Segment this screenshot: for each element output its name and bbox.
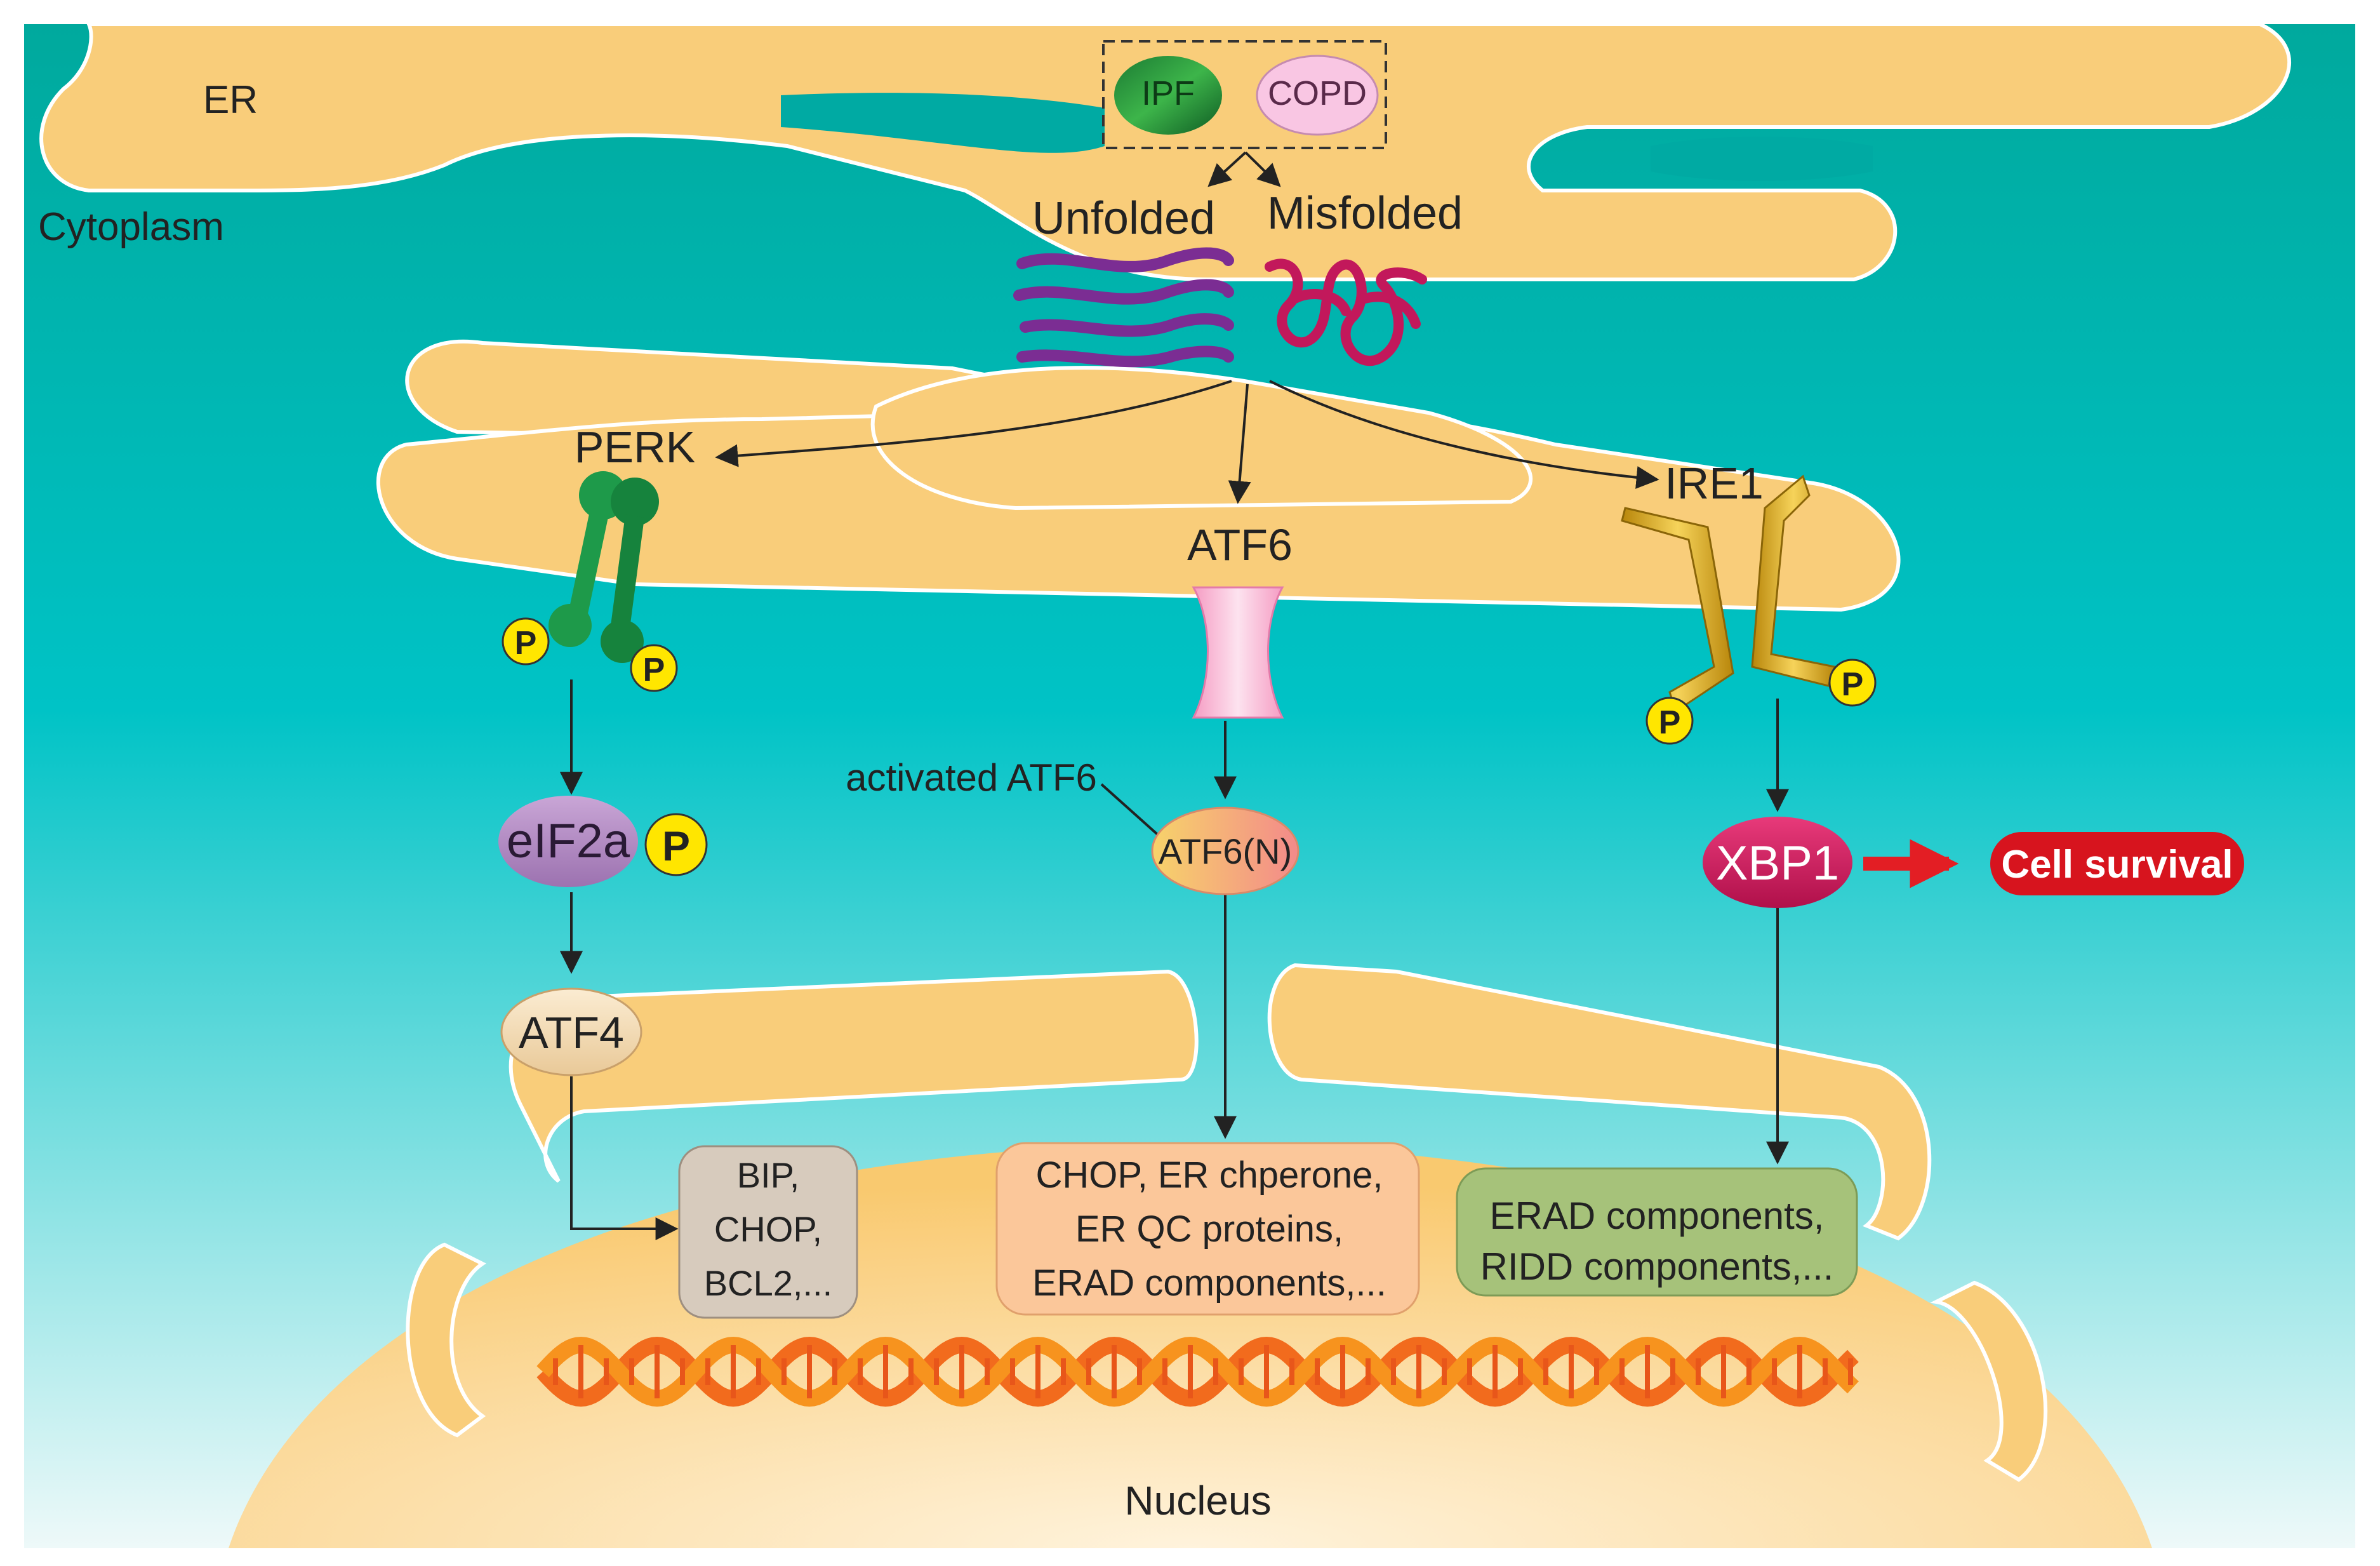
atf6-branch-arrows bbox=[1100, 721, 1237, 1139]
sensor-arrows bbox=[715, 380, 1659, 504]
perk-target-list: BIP, CHOP, BCL2,... bbox=[704, 1155, 832, 1303]
copd-badge bbox=[1256, 55, 1379, 136]
misfolded-protein-icon bbox=[1265, 258, 1427, 366]
atf6n-node bbox=[1151, 806, 1300, 895]
er-membrane bbox=[39, 22, 2291, 1482]
xbp1-label: XBP1 bbox=[1716, 836, 1839, 890]
perk-target-item: BIP, bbox=[737, 1155, 800, 1195]
er-lumen-gaps bbox=[781, 93, 1873, 181]
unfolded-label: Unfolded bbox=[1032, 193, 1215, 244]
phospho-label: P bbox=[662, 822, 690, 869]
phospho-label: P bbox=[515, 625, 537, 662]
eif2a-phospho bbox=[644, 813, 708, 876]
ire1-receptor-icon bbox=[1621, 474, 1836, 713]
activated-atf6-label: activated ATF6 bbox=[846, 756, 1097, 799]
atf6-target-box bbox=[995, 1142, 1420, 1316]
phospho-label: P bbox=[1842, 666, 1864, 703]
atf4-label: ATF4 bbox=[519, 1008, 624, 1057]
atf6-label: ATF6 bbox=[1187, 520, 1293, 570]
ire1-label: IRE1 bbox=[1665, 458, 1764, 508]
atf6-target-item: ER QC proteins, bbox=[1075, 1208, 1343, 1250]
atf6-target-list: CHOP, ER chperone, ER QC proteins, ERAD … bbox=[1032, 1154, 1386, 1304]
misfolded-label: Misfolded bbox=[1267, 188, 1463, 239]
phospho-label: P bbox=[1659, 704, 1681, 741]
perk-branch-arrows bbox=[560, 679, 679, 1240]
ire1-phospho: P P bbox=[1645, 659, 1877, 745]
ire1-target-item: RIDD components,... bbox=[1480, 1245, 1834, 1288]
atf6-target-item: CHOP, ER chperone, bbox=[1036, 1154, 1383, 1196]
atf6n-label: ATF6(N) bbox=[1159, 831, 1293, 871]
atf4-node bbox=[500, 987, 642, 1076]
ire1-target-box bbox=[1456, 1167, 1858, 1297]
ire1-target-item: ERAD components, bbox=[1490, 1195, 1825, 1237]
dna-helix-icon bbox=[536, 1336, 1859, 1407]
eif2a-label: eIF2a bbox=[507, 814, 630, 868]
perk-target-box bbox=[678, 1145, 858, 1319]
perk-label: PERK bbox=[575, 422, 696, 472]
xbp1-node bbox=[1703, 817, 1852, 908]
er-label: ER bbox=[203, 78, 258, 122]
cell-survival-label: Cell survival bbox=[2001, 843, 2233, 887]
eif2a-node bbox=[498, 796, 638, 887]
cell-survival-badge bbox=[1990, 832, 2244, 895]
nucleus-label: Nucleus bbox=[1124, 1478, 1271, 1523]
ipf-label: IPF bbox=[1141, 74, 1195, 112]
perk-receptor-icon bbox=[548, 471, 659, 663]
atf6-target-item: ERAD components,... bbox=[1032, 1262, 1386, 1304]
copd-label: COPD bbox=[1268, 74, 1367, 112]
perk-phospho: P P bbox=[502, 617, 678, 692]
perk-target-item: BCL2,... bbox=[704, 1263, 832, 1303]
disease-arrows bbox=[1207, 151, 1281, 187]
unfolded-protein-icon bbox=[1013, 247, 1234, 368]
ire1-target-list: ERAD components, RIDD components,... bbox=[1480, 1195, 1834, 1288]
phospho-label: P bbox=[643, 652, 665, 688]
cytoplasm-label: Cytoplasm bbox=[38, 205, 224, 249]
atf6-receptor-icon bbox=[1192, 586, 1284, 719]
ipf-badge bbox=[1114, 56, 1222, 135]
perk-target-item: CHOP, bbox=[714, 1209, 822, 1249]
